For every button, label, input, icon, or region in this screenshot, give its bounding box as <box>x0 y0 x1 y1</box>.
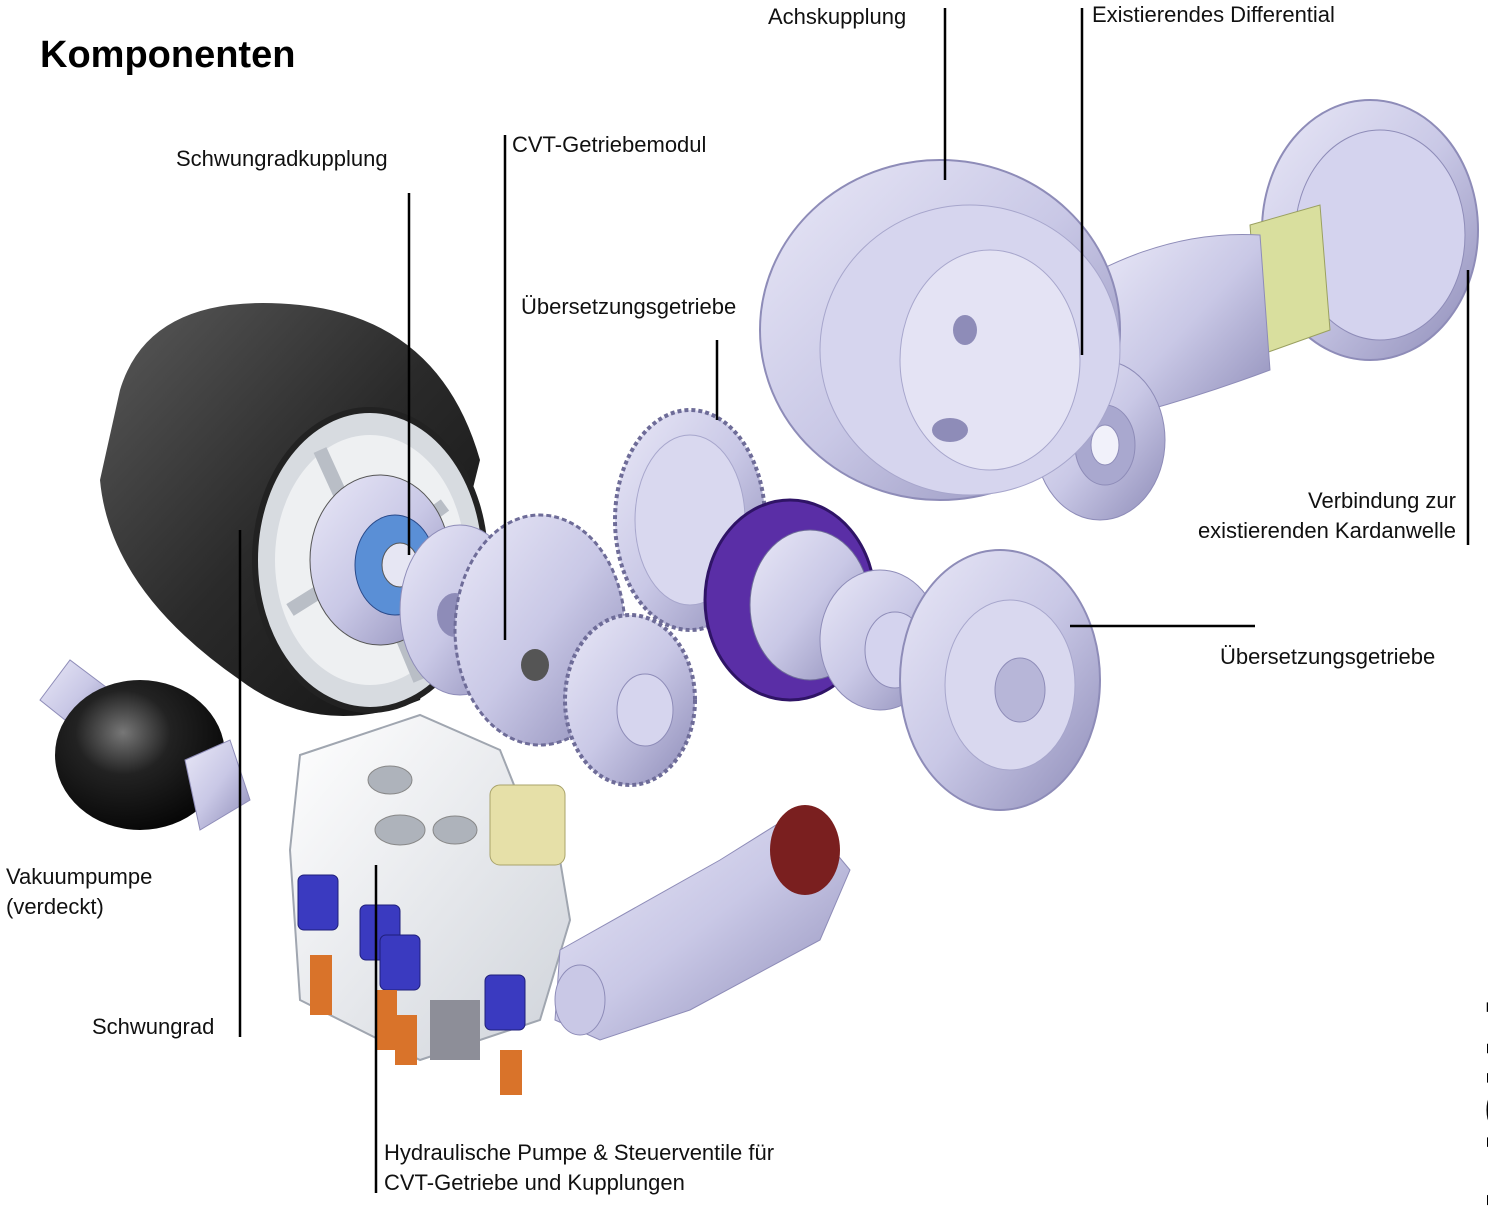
hydraulic-block <box>288 713 572 1095</box>
hydraulic-pump-motor <box>554 805 851 1041</box>
brand-logo: FHSPV <box>1473 998 1488 1223</box>
label-verbindung-line2: existierenden Kardanwelle <box>1197 518 1456 543</box>
label-schwungradkupplung: Schwungradkupplung <box>176 146 388 171</box>
achskupplung-disc <box>759 159 1121 501</box>
label-uebersetzung-top: Übersetzungsgetriebe <box>521 294 737 319</box>
label-schwungrad: Schwungrad <box>92 1014 215 1039</box>
gear-wheel-front <box>563 613 697 787</box>
label-hydraulik-line1: Hydraulische Pumpe & Steuerventile für <box>384 1140 775 1165</box>
label-hydraulik-line2: CVT-Getriebe und Kupplungen <box>384 1170 685 1195</box>
vacuum-pump <box>39 659 251 831</box>
label-verbindung-line1: Verbindung zur <box>1308 488 1456 513</box>
label-differential: Existierendes Differential <box>1092 2 1335 27</box>
label-uebersetzung-right: Übersetzungsgetriebe <box>1220 644 1436 669</box>
differential-assembly <box>1034 99 1479 521</box>
label-vakuumpumpe-line2: (verdeckt) <box>6 894 104 919</box>
label-achskupplung: Achskupplung <box>768 4 907 29</box>
label-cvt: CVT-Getriebemodul <box>512 132 707 157</box>
leader-lines <box>238 8 1470 1193</box>
transmission-pulley-right <box>899 549 1101 811</box>
page-title: Komponenten <box>40 34 296 76</box>
label-vakuumpumpe-line1: Vakuumpumpe <box>6 864 153 889</box>
